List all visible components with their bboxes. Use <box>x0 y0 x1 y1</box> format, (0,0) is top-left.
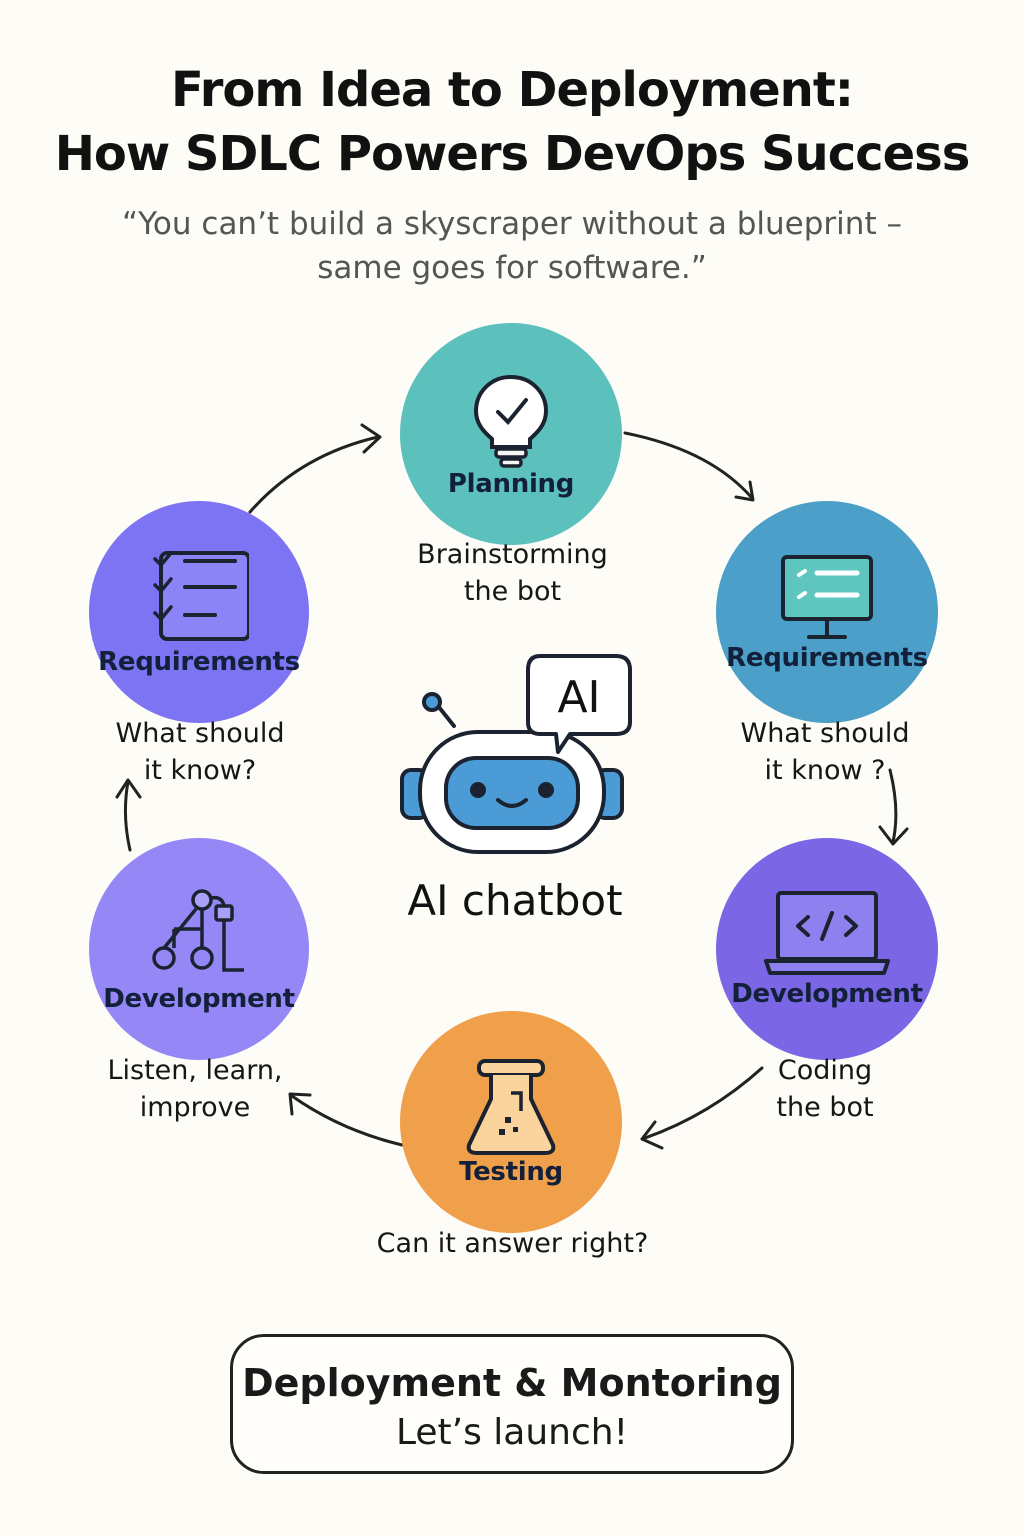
flask-icon <box>466 1059 556 1155</box>
arrow-planning-to-requirements <box>623 431 754 500</box>
stage-development-right[interactable]: Development <box>716 838 938 1060</box>
stage-name: Testing <box>459 1157 563 1187</box>
deployment-subtitle: Let’s launch! <box>395 1412 629 1453</box>
stage-development-left[interactable]: Development <box>89 838 309 1060</box>
arrow-testing-to-development <box>290 1094 404 1147</box>
arrow-development-to-requirements <box>123 780 132 852</box>
stage-caption-testing: Can it answer right? <box>376 1228 649 1259</box>
page-title: From Idea to Deployment: How SDLC Powers… <box>0 58 1024 186</box>
speech-bubble <box>526 654 632 754</box>
quote-line-2: same goes for software.” <box>317 250 707 286</box>
title-line-1: From Idea to Deployment: <box>171 62 854 118</box>
stage-testing[interactable]: Testing <box>400 1011 622 1233</box>
checklist-icon <box>153 551 249 641</box>
stage-caption-development-left: Listen, learn, improve <box>107 1055 283 1123</box>
stage-caption-requirements-right: What should it know ? <box>740 718 910 786</box>
arrow-requirements-to-planning <box>248 435 380 514</box>
stage-caption-requirements-left: What should it know? <box>115 718 285 786</box>
arrow-requirements-to-development <box>888 768 898 844</box>
stage-name: Requirements <box>726 643 928 673</box>
stage-caption-planning: Brainstorming the bot <box>417 539 608 607</box>
title-line-2: How SDLC Powers DevOps Success <box>54 126 971 182</box>
quote: “You can’t build a skyscraper without a … <box>0 202 1024 290</box>
laptop-code-icon <box>764 891 890 975</box>
lightbulb-check-icon <box>473 374 549 468</box>
arrow-development-to-testing <box>643 1066 764 1140</box>
stage-name: Requirements <box>98 647 300 677</box>
robot-icon: AI <box>400 654 632 854</box>
stage-name: Development <box>731 979 923 1009</box>
stage-requirements-left[interactable]: Requirements <box>89 501 309 723</box>
stage-name: Development <box>103 984 295 1014</box>
stage-name: Planning <box>447 469 575 499</box>
stage-planning[interactable]: Planning <box>400 323 622 545</box>
center-label: AI chatbot <box>407 876 623 925</box>
deployment-box[interactable]: Deployment & Montoring Let’s launch! <box>230 1334 794 1474</box>
monitor-list-icon <box>781 555 873 639</box>
deployment-title: Deployment & Montoring <box>242 1361 782 1405</box>
flowchart-icon <box>152 889 244 972</box>
stage-caption-development-right: Coding the bot <box>776 1055 874 1123</box>
quote-line-1: “You can’t build a skyscraper without a … <box>122 206 902 242</box>
bubble-text: AI <box>557 672 600 723</box>
stage-requirements-right[interactable]: Requirements <box>716 501 938 723</box>
